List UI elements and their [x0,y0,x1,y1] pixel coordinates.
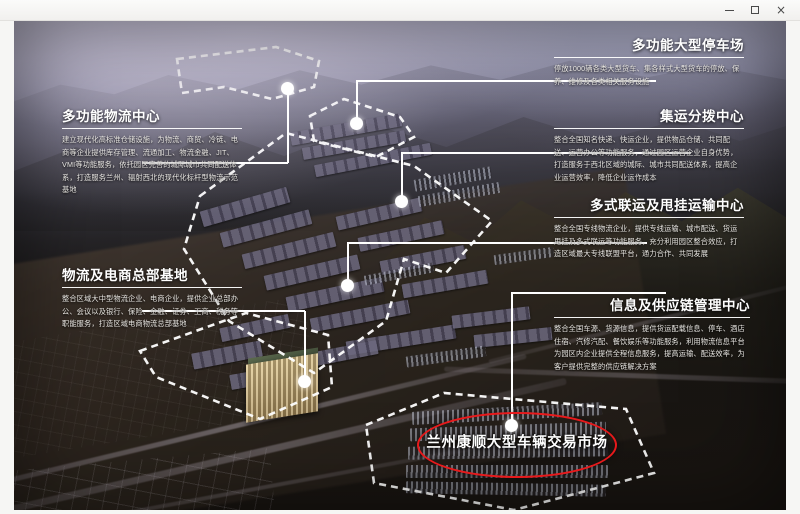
callout-logistics-ecommerce-hq-base[interactable]: 物流及电商总部基地 整合区域大中型物流企业、电商企业，提供企业总部办公、会议以及… [62,264,242,331]
leader-line-logistics-center [287,89,289,163]
callout-rule [554,57,744,59]
callout-rule [554,128,744,130]
callout-title: 多功能物流中心 [62,109,160,124]
leader-line-collection-h [401,152,691,154]
callout-body: 整合区域大中型物流企业、电商企业，提供企业总部办公、会议以及银行、保险、金融、证… [62,294,239,329]
marker-dot-hq[interactable] [298,375,311,388]
callout-title: 多式联运及甩挂运输中心 [590,198,744,213]
masterplan-image: 兰州康顺大型车辆交易市场 多功能物流中心 建立现代化高标准仓储设施，为物流、商贸… [14,21,786,510]
marker-dot-parking[interactable] [350,117,363,130]
leader-line-collection [401,153,403,201]
maximize-button[interactable] [742,1,768,20]
close-button[interactable]: × [768,1,794,20]
window-titlebar: × [0,0,800,21]
minimize-button[interactable] [716,1,742,20]
leader-line-multimodal-h [347,242,647,244]
callout-title: 信息及供应链管理中心 [610,298,750,313]
callout-title: 多功能大型停车场 [632,38,744,53]
callout-collection-distribution-center[interactable]: 集运分拨中心 整合全国知名快递、快运企业，提供物品仓储、共同配送、运营办公等功能… [554,105,744,184]
leader-line-hq [304,311,306,381]
maximize-icon [751,6,759,14]
callout-multimodal-drop-pull-transport-center[interactable]: 多式联运及甩挂运输中心 整合全国专线物流企业，提供专线运输、城市配送、货运甩挂及… [554,194,744,261]
marker-dot-collection[interactable] [395,195,408,208]
callout-rule [62,287,242,289]
market-highlight-label: 兰州康顺大型车辆交易市场 [426,435,608,451]
marker-dot-logistics-center[interactable] [281,82,294,95]
callout-multifunction-large-parking[interactable]: 多功能大型停车场 停放1000辆各类大型货车、集各样式大型货车的停放、保养、维修… [554,34,744,88]
headquarters-tower [246,353,318,423]
callout-title: 物流及电商总部基地 [62,268,188,283]
callout-body: 建立现代化高标准仓储设施，为物流、商贸、冷链、电商等企业提供库存管理、流通加工、… [62,135,239,195]
marker-dot-multimodal[interactable] [341,279,354,292]
leader-line-information [511,293,513,425]
callout-title: 集运分拨中心 [660,109,744,124]
callout-multi-logistics-center[interactable]: 多功能物流中心 建立现代化高标准仓储设施，为物流、商贸、冷链、电商等企业提供库存… [62,105,242,196]
leader-line-parking-h [356,80,656,82]
callout-rule [554,217,744,219]
callout-body: 整合全国知名快递、快运企业，提供物品仓储、共同配送、运营办公等功能服务，通过园区… [554,135,738,182]
callout-rule [554,317,750,319]
callout-information-supply-chain-center[interactable]: 信息及供应链管理中心 整合全国车源、货源信息，提供货运配载信息、停车、酒店住宿、… [554,294,750,373]
callout-body: 停放1000辆各类大型货车、集各样式大型货车的停放、保养、维修及各类相关服务设施 [554,64,740,86]
callout-body: 整合全国专线物流企业，提供专线运输、城市配送、货运甩挂及多式联运等功能服务，充分… [554,224,738,259]
minimize-icon [724,9,734,11]
close-icon: × [775,3,787,17]
callout-rule [62,128,242,130]
callout-body: 整合全国车源、货源信息，提供货运配载信息、停车、酒店住宿、汽修汽配、餐饮娱乐等功… [554,324,745,371]
leader-line-information-h [511,292,666,294]
